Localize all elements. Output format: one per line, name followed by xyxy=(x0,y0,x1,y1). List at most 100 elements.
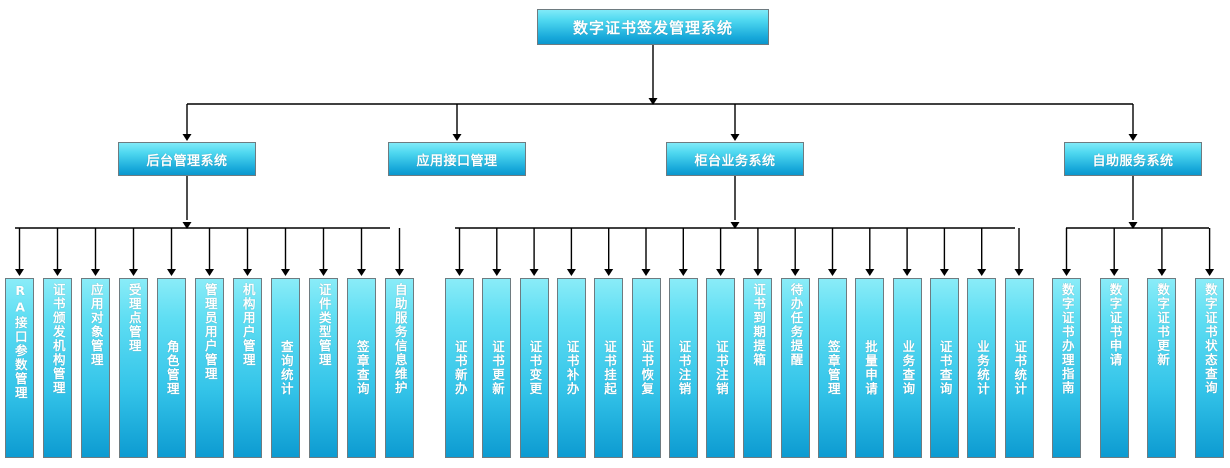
node-label: 证书注销 xyxy=(676,340,692,396)
leaf-node-2-1[interactable]: 证书更新 xyxy=(482,278,512,458)
leaf-node-2-12[interactable]: 业务查询 xyxy=(892,278,922,458)
branch-node-3[interactable]: 自助服务系统 xyxy=(1064,142,1202,176)
leaf-arrow-icon-2-15 xyxy=(1014,269,1024,276)
node-label: 待办任务提醒 xyxy=(788,283,804,367)
leaf-arrow-icon-2-5 xyxy=(641,269,651,276)
leaf-node-0-10[interactable]: 自助服务信息维护 xyxy=(385,278,414,458)
leaf-arrow-icon-0-2 xyxy=(91,269,100,276)
node-label: RA接口参数管理 xyxy=(12,283,28,400)
leaf-node-2-7[interactable]: 证书注销 xyxy=(706,278,736,458)
leaf-node-3-0[interactable]: 数字证书办理指南 xyxy=(1052,278,1081,458)
leaf-node-0-3[interactable]: 受理点管理 xyxy=(119,278,148,458)
leaf-node-0-4[interactable]: 角色管理 xyxy=(157,278,186,458)
leaf-node-0-2[interactable]: 应用对象管理 xyxy=(81,278,110,458)
leaf-node-2-9[interactable]: 待办任务提醒 xyxy=(780,278,810,458)
node-label: 柜台业务系统 xyxy=(694,153,776,169)
leaf-arrow-icon-0-0 xyxy=(15,269,24,276)
leaf-arrow-icon-0-9 xyxy=(357,269,366,276)
node-label: 数字证书更新 xyxy=(1155,283,1171,367)
node-label: 证书变更 xyxy=(527,340,543,396)
branch-arrow-icon-2 xyxy=(730,134,740,141)
node-label: 管理员用户管理 xyxy=(202,283,218,381)
leaf-arrow-icon-2-3 xyxy=(566,269,576,276)
node-label: 查询统计 xyxy=(278,340,294,396)
node-label: 应用接口管理 xyxy=(416,153,498,169)
leaf-arrow-icon-2-0 xyxy=(455,269,464,276)
leaf-arrow-icon-2-14 xyxy=(977,269,987,276)
leaf-node-2-8[interactable]: 证书到期提箱 xyxy=(743,278,773,458)
node-label: 数字证书状态查询 xyxy=(1202,283,1218,395)
leaf-arrow-icon-0-5 xyxy=(205,269,214,276)
leaf-node-3-3[interactable]: 数字证书状态查询 xyxy=(1195,278,1225,458)
leaf-arrow-icon-0-7 xyxy=(281,269,290,276)
node-label: 受理点管理 xyxy=(126,283,142,353)
node-label: 数字证书办理指南 xyxy=(1059,283,1075,395)
branch-node-2[interactable]: 柜台业务系统 xyxy=(666,142,804,176)
leaf-arrow-icon-3-0 xyxy=(1062,269,1071,276)
node-label: 证书更新 xyxy=(490,340,506,396)
leaf-arrow-icon-3-1 xyxy=(1109,269,1119,276)
leaf-node-0-1[interactable]: 证书颁发机构管理 xyxy=(43,278,72,458)
root-node[interactable]: 数字证书签发管理系统 xyxy=(537,9,769,45)
leaf-arrow-icon-2-10 xyxy=(828,269,837,276)
leaf-node-2-4[interactable]: 证书挂起 xyxy=(594,278,624,458)
leaf-node-2-11[interactable]: 批量申请 xyxy=(855,278,885,458)
leaf-arrow-icon-2-4 xyxy=(604,269,614,276)
node-label: 证书查询 xyxy=(937,340,953,396)
leaf-arrow-icon-0-1 xyxy=(53,269,62,276)
leaf-node-2-14[interactable]: 业务统计 xyxy=(967,278,997,458)
leaf-node-2-0[interactable]: 证书新办 xyxy=(445,278,474,458)
leaf-node-2-2[interactable]: 证书变更 xyxy=(519,278,549,458)
leaf-node-0-7[interactable]: 查询统计 xyxy=(271,278,300,458)
branch-node-0[interactable]: 后台管理系统 xyxy=(118,142,256,176)
leaf-node-3-1[interactable]: 数字证书申请 xyxy=(1099,278,1129,458)
branch-node-1[interactable]: 应用接口管理 xyxy=(388,142,526,176)
leaf-arrow-icon-0-8 xyxy=(319,269,328,276)
node-label: 证书统计 xyxy=(1012,340,1028,396)
leaf-node-0-5[interactable]: 管理员用户管理 xyxy=(195,278,224,458)
branch-arrow-icon-3 xyxy=(1128,134,1138,141)
node-label: 签章管理 xyxy=(825,340,841,396)
node-label: 自助服务系统 xyxy=(1092,153,1174,169)
leaf-arrow-icon-2-6 xyxy=(678,269,688,276)
node-label: 证件类型管理 xyxy=(316,283,332,367)
leaf-node-3-2[interactable]: 数字证书更新 xyxy=(1147,278,1177,458)
node-label: 机构用户管理 xyxy=(240,283,256,367)
branch-arrow-icon-1 xyxy=(452,134,462,141)
leaf-arrow-icon-2-13 xyxy=(939,269,949,276)
node-label: 证书新办 xyxy=(452,340,468,396)
node-label: 数字证书申请 xyxy=(1107,283,1123,367)
leaf-node-2-6[interactable]: 证书注销 xyxy=(668,278,698,458)
leaf-arrow-icon-3-3 xyxy=(1205,269,1215,276)
leaf-arrow-icon-2-11 xyxy=(865,269,875,276)
leaf-node-2-3[interactable]: 证书补办 xyxy=(556,278,586,458)
node-label: 后台管理系统 xyxy=(146,153,228,169)
node-label: 证书到期提箱 xyxy=(751,283,767,367)
node-label: 自助服务信息维护 xyxy=(392,283,408,395)
node-label: 批量申请 xyxy=(863,340,879,396)
leaf-arrow-icon-3-2 xyxy=(1157,269,1167,276)
leaf-arrow-icon-2-9 xyxy=(790,269,800,276)
leaf-arrow-icon-0-4 xyxy=(167,269,176,276)
node-label: 业务查询 xyxy=(900,340,916,396)
leaf-node-2-15[interactable]: 证书统计 xyxy=(1004,278,1034,458)
leaf-node-2-13[interactable]: 证书查询 xyxy=(929,278,959,458)
leaf-arrow-icon-2-7 xyxy=(716,269,726,276)
branch-stem-arrow-icon-2 xyxy=(730,222,740,229)
root-stem-arrow-icon xyxy=(648,98,658,105)
leaf-arrow-icon-0-6 xyxy=(243,269,252,276)
branch-stem-arrow-icon-3 xyxy=(1128,222,1138,229)
leaf-node-2-10[interactable]: 签章管理 xyxy=(818,278,847,458)
node-label: 业务统计 xyxy=(974,340,990,396)
node-label: 证书挂起 xyxy=(601,340,617,396)
leaf-node-0-8[interactable]: 证件类型管理 xyxy=(309,278,338,458)
leaf-arrow-icon-2-8 xyxy=(753,269,763,276)
leaf-node-0-6[interactable]: 机构用户管理 xyxy=(233,278,262,458)
node-label: 应用对象管理 xyxy=(88,283,104,367)
node-label: 角色管理 xyxy=(164,340,180,396)
leaf-node-2-5[interactable]: 证书恢复 xyxy=(631,278,661,458)
node-label: 证书恢复 xyxy=(639,340,655,396)
leaf-node-0-9[interactable]: 签章查询 xyxy=(347,278,376,458)
leaf-node-0-0[interactable]: RA接口参数管理 xyxy=(5,278,34,458)
